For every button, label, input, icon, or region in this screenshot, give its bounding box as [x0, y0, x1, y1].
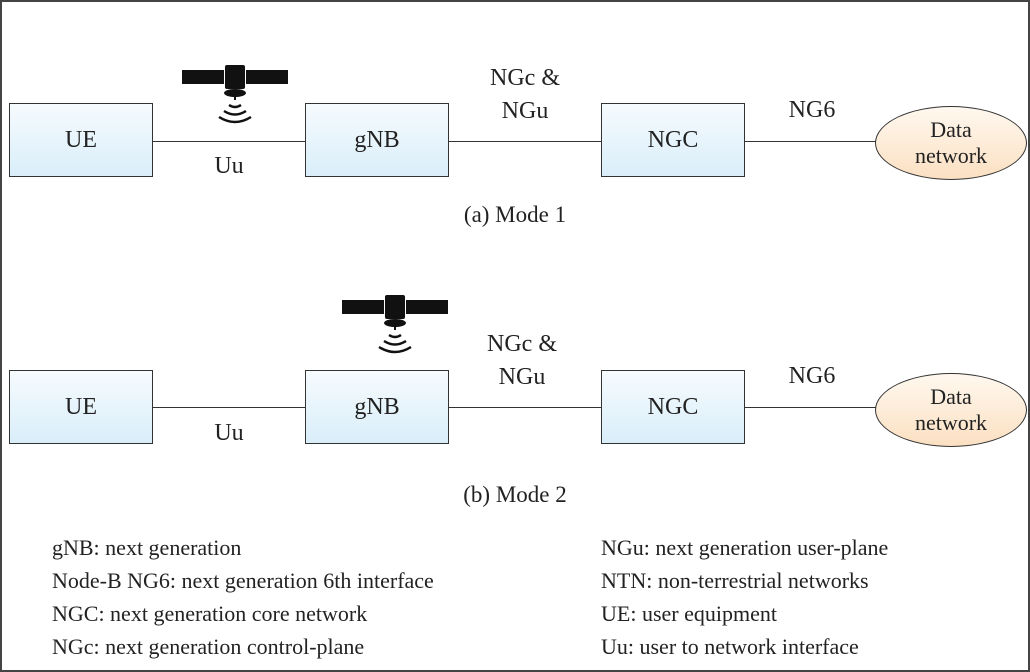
legend-item: Node-B NG6: next generation 6th interfac…	[52, 568, 434, 593]
ngc-ngu-label-2: NGu	[498, 364, 546, 390]
ngc-ngu-label: NGc & NGu	[465, 62, 585, 128]
ngc-node: NGC	[601, 103, 745, 177]
uu-link	[153, 407, 305, 408]
data-network-label-2: network	[914, 410, 988, 435]
uu-label: Uu	[214, 153, 244, 179]
legend-left: gNB: next generation Node-B NG6: next ge…	[52, 531, 434, 663]
ue-label: UE	[65, 126, 97, 153]
ng6-link	[745, 407, 876, 408]
satellite-icon	[182, 65, 288, 124]
ue-node: UE	[9, 103, 153, 177]
gnb-label: gNB	[354, 393, 400, 420]
legend-right: NGu: next generation user-plane NTN: non…	[601, 531, 888, 663]
ng6-label: NG6	[788, 363, 836, 389]
legend-item: gNB: next generation	[52, 535, 242, 560]
gnb-node: gNB	[305, 103, 449, 177]
ue-node: UE	[9, 370, 153, 444]
ngc-ngu-link	[449, 141, 601, 142]
legend-item: NGC: next generation core network	[52, 601, 368, 626]
ngc-ngu-label-1: NGc &	[490, 65, 560, 91]
legend-item: NTN: non-terrestrial networks	[601, 568, 869, 593]
ngc-ngu-label-2: NGu	[501, 98, 549, 124]
ngc-node: NGC	[601, 370, 745, 444]
ngc-label: NGC	[647, 393, 699, 420]
ue-label: UE	[65, 393, 97, 420]
uu-label: Uu	[214, 420, 244, 446]
gnb-label: gNB	[354, 126, 400, 153]
mode-1-caption: (a) Mode 1	[463, 202, 567, 227]
legend-item: UE: user equipment	[601, 601, 777, 626]
uu-link	[153, 141, 305, 142]
data-network-label-1: Data	[930, 384, 972, 409]
ngc-ngu-label-1: NGc &	[487, 331, 557, 357]
ngc-ngu-link	[449, 407, 601, 408]
mode-2-caption: (b) Mode 2	[463, 482, 567, 507]
ngc-label: NGC	[647, 126, 699, 153]
ngc-ngu-label: NGc & NGu	[462, 328, 582, 394]
ng6-link	[745, 141, 876, 142]
legend-item: NGu: next generation user-plane	[601, 535, 889, 560]
data-network-label-1: Data	[930, 117, 972, 142]
legend-item: Uu: user to network interface	[601, 634, 859, 659]
satellite-icon	[342, 295, 448, 354]
legend-item: NGc: next generation control-plane	[52, 634, 365, 659]
gnb-node: gNB	[305, 370, 449, 444]
data-network-label-2: network	[914, 143, 988, 168]
ng6-label: NG6	[788, 97, 836, 123]
